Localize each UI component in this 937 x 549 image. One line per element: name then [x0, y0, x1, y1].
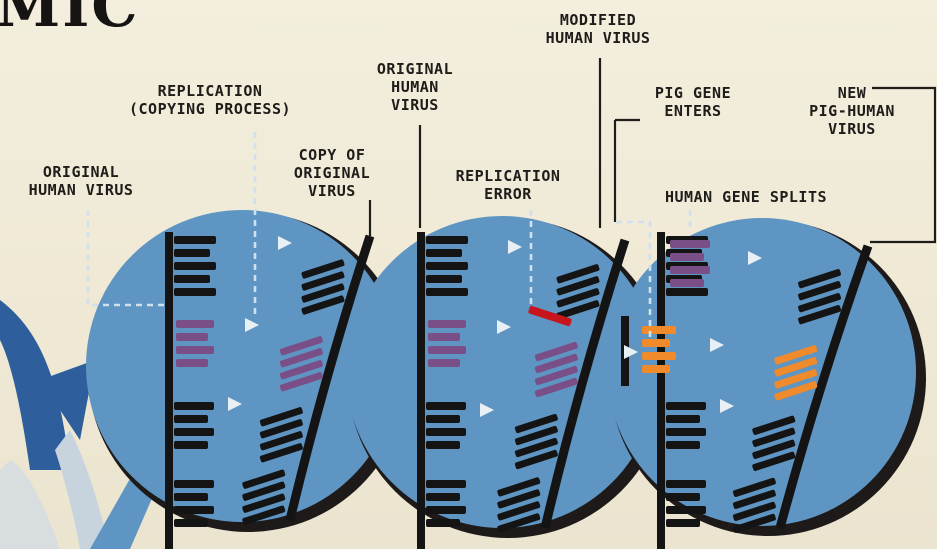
dna-rung	[174, 415, 208, 423]
dna-rung	[174, 262, 216, 270]
gene-rung	[176, 359, 208, 367]
dna-rung	[666, 493, 700, 501]
dna-rung	[666, 441, 700, 449]
label-pig-gene-enters: PIG GENE ENTERS	[636, 84, 750, 120]
pig-gene-rung	[642, 352, 676, 360]
dna-rung	[666, 428, 706, 436]
dna-rung	[426, 506, 466, 514]
label-original-human-virus-mid: ORIGINAL HUMAN VIRUS	[360, 60, 470, 114]
label-human-gene-splits: HUMAN GENE SPLITS	[636, 188, 856, 206]
dna-rung	[426, 236, 468, 244]
dna-rung	[426, 262, 468, 270]
dna-rung	[174, 428, 214, 436]
dna-rung	[426, 519, 460, 527]
gene-rung	[428, 333, 460, 341]
backbone-strand	[165, 232, 173, 549]
dna-rung	[426, 288, 468, 296]
dna-rung	[426, 415, 460, 423]
gene-rung	[670, 240, 710, 248]
dna-rung	[174, 519, 208, 527]
label-replication: REPLICATION (COPYING PROCESS)	[104, 82, 316, 118]
dna-rung	[666, 519, 700, 527]
gene-rung	[176, 346, 214, 354]
dna-rung	[174, 441, 208, 449]
pig-gene-rung	[642, 339, 670, 347]
dna-rung	[426, 402, 466, 410]
gene-rung	[176, 333, 208, 341]
gene-rung	[670, 253, 704, 261]
dna-rung	[174, 288, 216, 296]
backbone-strand	[657, 232, 665, 549]
dna-rung	[174, 249, 210, 257]
label-modified-human-virus: MODIFIED HUMAN VIRUS	[520, 11, 676, 47]
dna-rung	[174, 275, 210, 283]
pig-gene-rung	[642, 365, 670, 373]
dna-rung	[174, 480, 214, 488]
gene-rung	[176, 320, 214, 328]
dna-rung	[426, 275, 462, 283]
gene-rung	[428, 320, 466, 328]
dna-rung	[174, 506, 214, 514]
label-copy-of-original-virus: COPY OF ORIGINAL VIRUS	[280, 146, 384, 200]
dna-rung	[666, 415, 700, 423]
label-new-pig-human-virus: NEW PIG-HUMAN VIRUS	[782, 84, 922, 138]
dna-rung	[426, 249, 462, 257]
dna-rung	[174, 402, 214, 410]
dna-rung	[426, 441, 460, 449]
gene-rung	[428, 346, 466, 354]
gene-rung	[670, 266, 710, 274]
label-replication-error: REPLICATION ERROR	[430, 167, 586, 203]
pig-gene-rung	[642, 326, 676, 334]
gene-rung	[670, 279, 704, 287]
label-original-human-virus-left: ORIGINAL HUMAN VIRUS	[6, 163, 156, 199]
dna-rung	[174, 236, 216, 244]
dna-rung	[426, 493, 460, 501]
dna-rung	[426, 480, 466, 488]
dna-rung	[174, 493, 208, 501]
dna-rung	[666, 402, 706, 410]
backbone-strand	[417, 232, 425, 549]
dna-rung	[666, 288, 708, 296]
dna-rung	[666, 506, 706, 514]
dna-rung	[666, 480, 706, 488]
gene-rung	[428, 359, 460, 367]
dna-rung	[426, 428, 466, 436]
